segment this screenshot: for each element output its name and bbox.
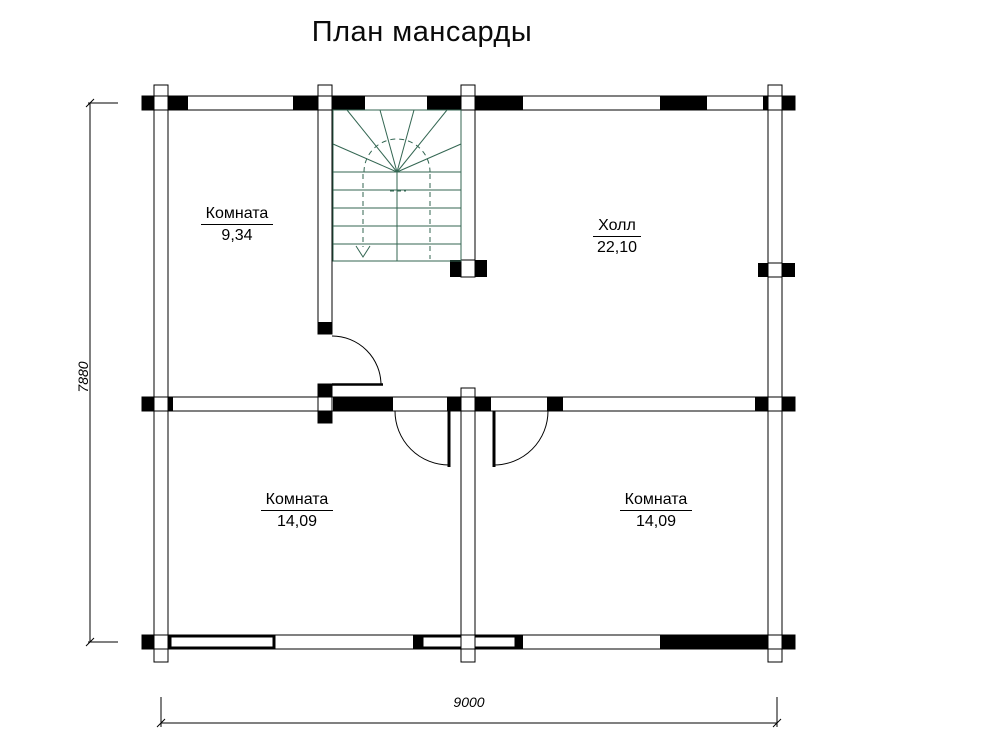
room-name: Комната [200, 204, 274, 225]
room-area: 22,10 [596, 239, 638, 256]
wall-crossings [153, 95, 783, 650]
page-title: План мансарды [311, 16, 533, 48]
room-name: Комната [260, 490, 334, 511]
room-label-komnata-lower-right: Комната 14,09 [596, 490, 716, 531]
height-dimension-value: 7880 [75, 361, 91, 393]
door-lower-left-room [394, 410, 451, 467]
room-name: Комната [619, 490, 693, 511]
stair-walk-line [362, 138, 431, 259]
dimension-lines [85, 98, 782, 728]
staircase [332, 109, 462, 262]
height-dimension-line [85, 98, 118, 647]
doors [331, 335, 549, 467]
room-area: 14,09 [276, 513, 318, 530]
room-area: 9,34 [221, 227, 253, 244]
room-name: Холл [593, 216, 641, 237]
door-upper-room [331, 335, 383, 386]
width-dimension-value: 9000 [453, 694, 485, 710]
room-label-komnata-upper: Комната 9,34 [177, 204, 297, 245]
room-area: 14,09 [635, 513, 677, 530]
winder-treads [332, 109, 462, 173]
door-lower-right-room [492, 410, 549, 467]
room-label-hall: Холл 22,10 [557, 216, 677, 257]
stair-direction-arrow [355, 245, 371, 258]
room-label-komnata-lower-left: Комната 14,09 [237, 490, 357, 531]
width-dimension-line [156, 697, 782, 728]
vertical-walls [153, 84, 783, 663]
